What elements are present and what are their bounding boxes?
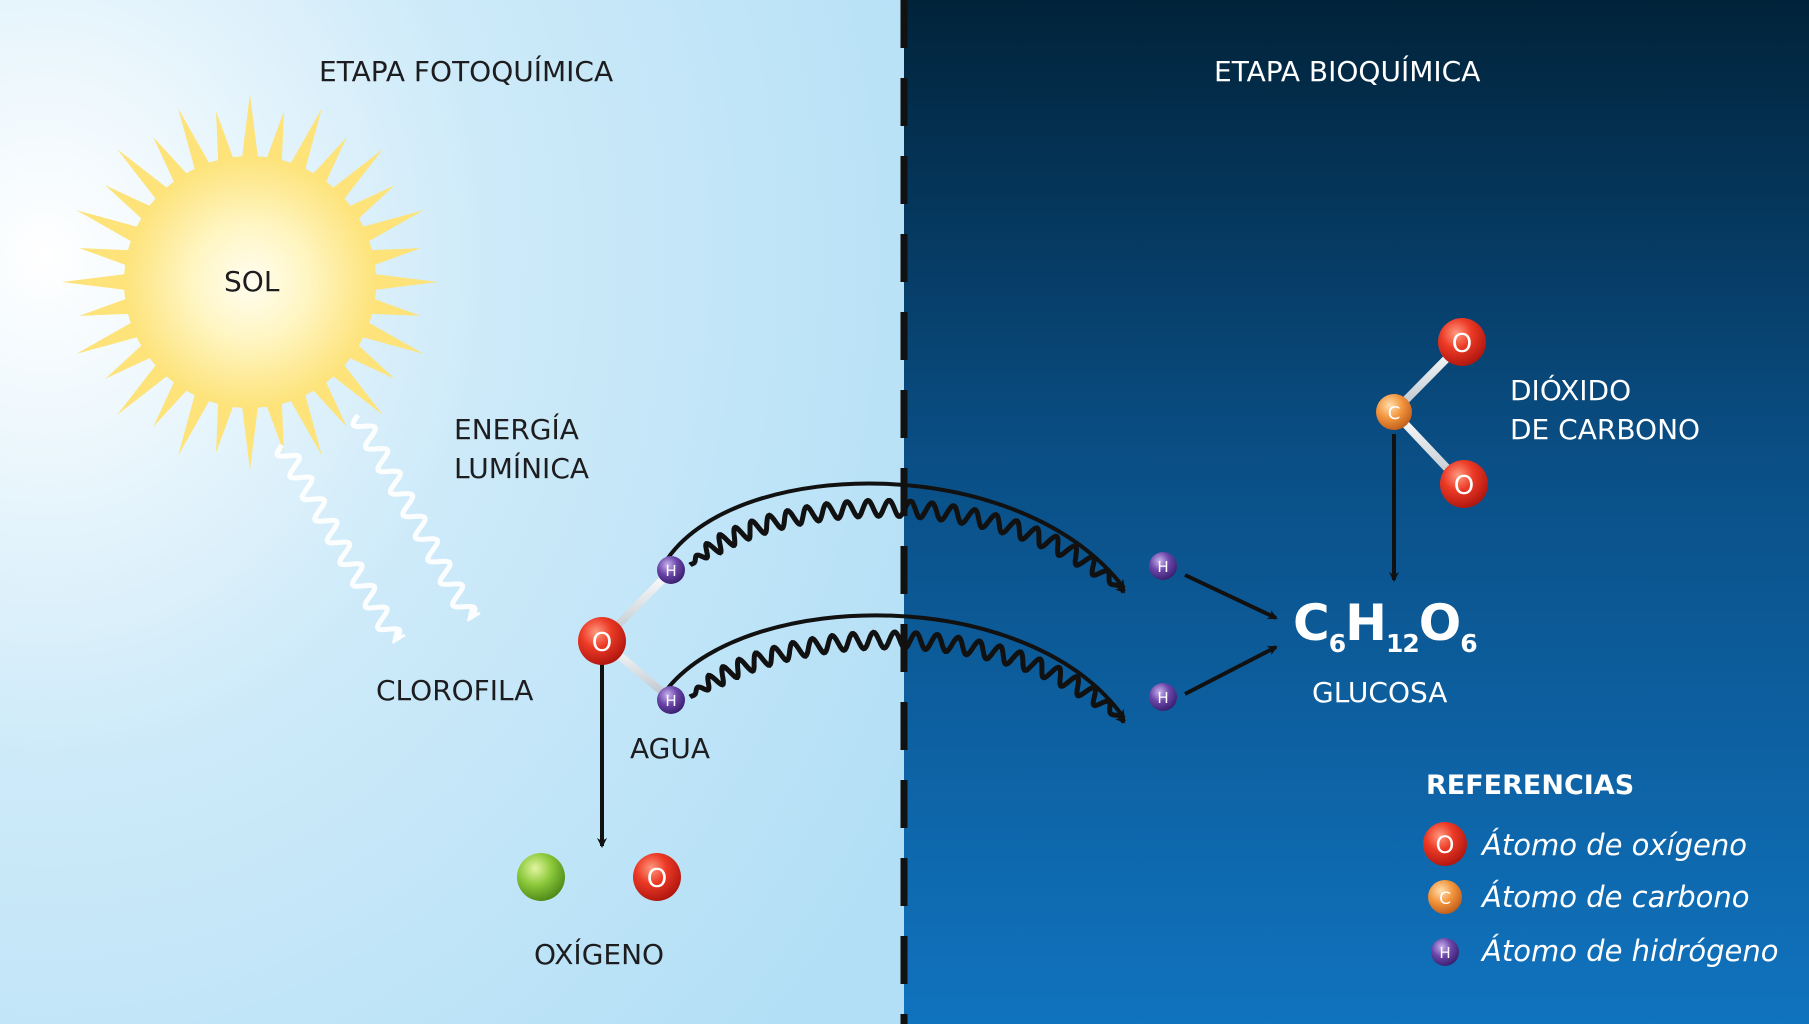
co2-label-line2: DE CARBONO xyxy=(1510,413,1701,446)
svg-text:H: H xyxy=(1157,558,1168,576)
legend-title: REFERENCIAS xyxy=(1426,770,1635,801)
svg-text:O: O xyxy=(647,864,667,894)
hydrogen-to-glucose-arrow-2 xyxy=(1184,645,1278,696)
legend-oxygen-label: Átomo de oxígeno xyxy=(1482,828,1747,862)
glucose-formula: C6H12O6 xyxy=(1293,594,1478,658)
legend-carbon-label: Átomo de carbono xyxy=(1482,880,1750,914)
released-hydrogen-atom-1: H xyxy=(1149,552,1177,580)
oxygen-molecule-green-atom xyxy=(517,853,565,901)
light-ray-icon xyxy=(274,413,475,640)
glucose-label: GLUCOSA xyxy=(1312,676,1448,709)
svg-text:C: C xyxy=(1439,889,1451,909)
svg-text:H: H xyxy=(1439,944,1450,962)
svg-text:O: O xyxy=(1454,471,1474,501)
released-hydrogen-atom-2: H xyxy=(1149,683,1177,711)
chlorophyll-label: CLOROFILA xyxy=(376,674,534,707)
light-energy-label-line1: ENERGÍA xyxy=(454,413,579,446)
co2-oxygen-atom-1: O xyxy=(1438,318,1486,366)
water-oxygen-atom: O xyxy=(578,617,626,665)
photochemical-stage-title: ETAPA FOTOQUÍMICA xyxy=(319,55,614,88)
svg-text:C: C xyxy=(1388,403,1401,424)
svg-text:O: O xyxy=(1452,329,1472,359)
svg-text:H: H xyxy=(1157,689,1168,707)
co2-oxygen-atom-2: O xyxy=(1440,460,1488,508)
legend-hydrogen-icon: H xyxy=(1431,938,1459,966)
legend-oxygen-icon: O xyxy=(1423,822,1467,866)
biochemical-stage-background xyxy=(904,0,1809,1024)
water-label: AGUA xyxy=(630,732,711,765)
oxygen-molecule-oxygen-atom: O xyxy=(633,853,681,901)
water-hydrogen-atom-1: H xyxy=(657,556,685,584)
light-energy-label-line2: LUMÍNICA xyxy=(454,452,590,485)
legend-hydrogen-label: Átomo de hidrógeno xyxy=(1482,934,1779,968)
lower-arc-arrow xyxy=(666,613,1126,720)
hydrogen-transfer-arrows xyxy=(666,481,1126,724)
sun-label: SOL xyxy=(224,265,280,298)
lower-wave-arrow xyxy=(688,629,1126,724)
co2-label-line1: DIÓXIDO xyxy=(1510,374,1632,407)
sun-icon xyxy=(62,94,438,470)
legend-carbon-icon: C xyxy=(1428,880,1462,914)
svg-text:O: O xyxy=(1436,831,1455,859)
svg-text:H: H xyxy=(665,692,676,710)
co2-carbon-atom: C xyxy=(1376,394,1412,430)
hydrogen-to-glucose-arrow-1 xyxy=(1184,573,1278,620)
upper-wave-arrow xyxy=(688,497,1126,594)
biochemical-stage-title: ETAPA BIOQUÍMICA xyxy=(1214,55,1481,88)
photochemical-stage-background xyxy=(0,0,904,1024)
svg-text:O: O xyxy=(592,628,612,658)
upper-arc-arrow xyxy=(666,481,1126,590)
water-hydrogen-atom-2: H xyxy=(657,686,685,714)
svg-text:H: H xyxy=(665,562,676,580)
oxygen-label: OXÍGENO xyxy=(534,938,665,971)
